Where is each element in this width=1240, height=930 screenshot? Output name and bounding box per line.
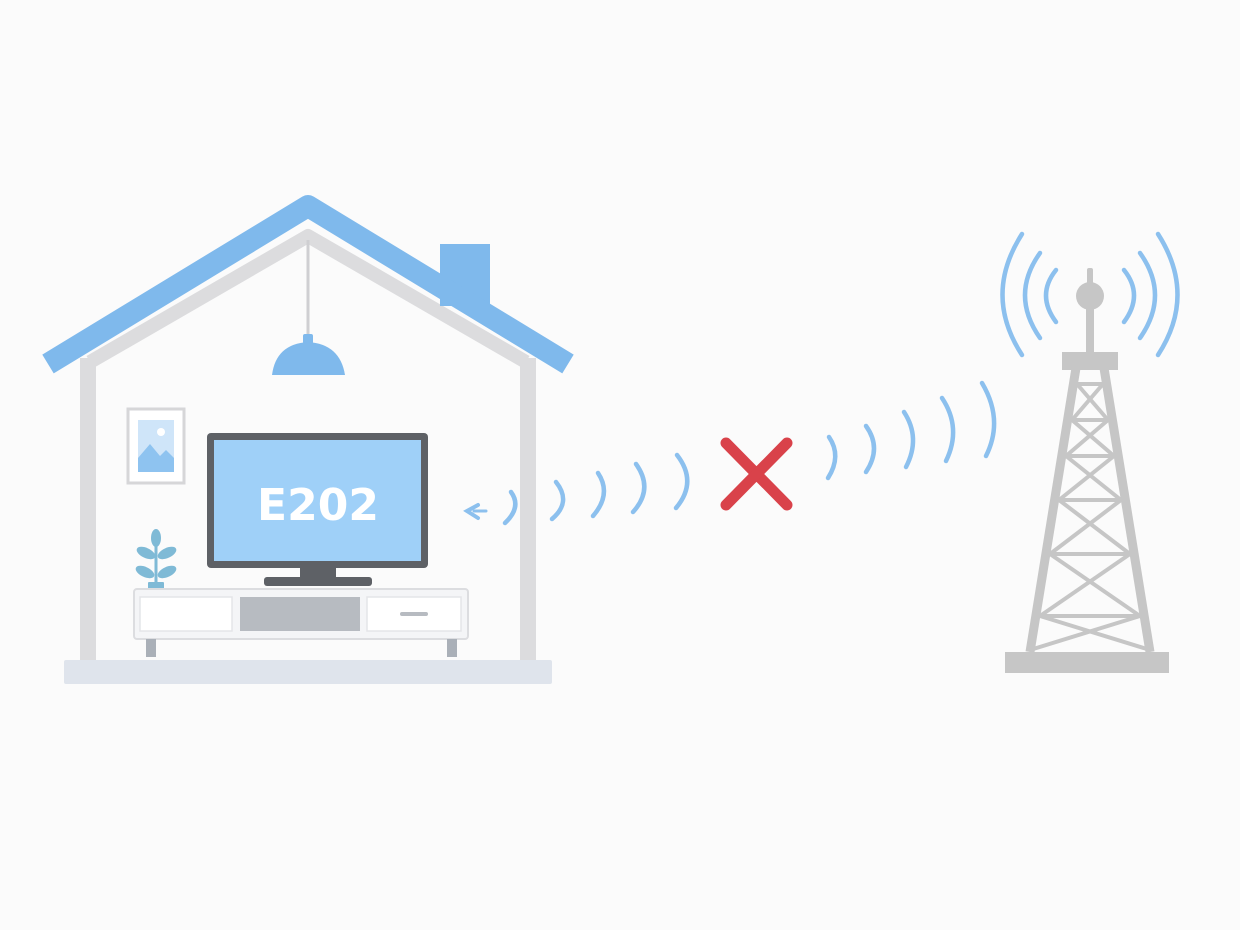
x-mark-icon (720, 437, 793, 511)
signal-wave-icon (502, 489, 518, 526)
tv-stand (133, 588, 469, 657)
signal-wave-icon (1121, 267, 1137, 325)
house-floor (64, 660, 552, 684)
signal-wave-icon (863, 423, 877, 475)
house-roof (42, 195, 574, 374)
signal-wave-icon (673, 452, 690, 511)
signal-arrow-icon (463, 503, 480, 520)
signal-wave-icon (549, 479, 566, 522)
broadcast-tower-icon (1005, 268, 1169, 673)
house-inner-gable (86, 229, 530, 369)
house-icon (42, 195, 574, 684)
signal-wave-icon (1155, 231, 1180, 358)
signal-wave-icon (825, 434, 838, 481)
signal-wave-icon (979, 380, 997, 459)
ceiling-lamp-icon (272, 240, 345, 375)
tv-icon: E202 (207, 433, 428, 586)
tower-base (1005, 652, 1169, 673)
house-right-wall (520, 358, 536, 660)
tower-platform (1062, 352, 1118, 370)
signal-wave-icon (901, 409, 916, 470)
signal-waves-to-tv (463, 452, 690, 526)
plant-icon (135, 529, 177, 590)
signal-wave-icon (1043, 267, 1059, 325)
tv-error-code: E202 (257, 480, 379, 531)
signal-wave-icon (590, 470, 607, 519)
house-left-wall (80, 358, 96, 660)
signal-wave-icon (1137, 250, 1158, 341)
tower-antenna (1076, 282, 1104, 310)
signal-waves-from-tower (825, 380, 997, 481)
signal-wave-icon (1022, 250, 1043, 341)
tower-broadcast-waves (1000, 231, 1180, 358)
wall-picture-icon (126, 407, 186, 485)
signal-wave-icon (630, 461, 647, 515)
signal-wave-icon (1000, 231, 1025, 358)
signal-wave-icon (939, 395, 956, 464)
tv-screen (214, 440, 421, 561)
